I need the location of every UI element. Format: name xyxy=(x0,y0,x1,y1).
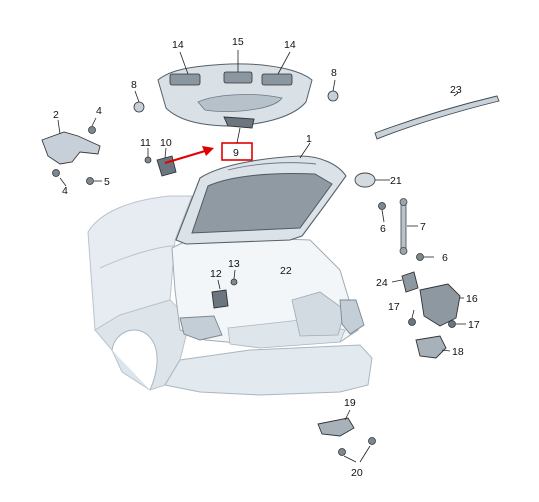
callout-4-top: 4 xyxy=(96,105,102,117)
nut-17-right xyxy=(448,320,456,328)
callout-14-left: 14 xyxy=(172,39,184,51)
callout-24: 24 xyxy=(376,277,388,289)
latch-18 xyxy=(415,335,447,359)
interior-lamp-left xyxy=(169,73,201,86)
right-tail-light xyxy=(339,299,365,335)
callout-11: 11 xyxy=(140,137,151,149)
callout-19: 19 xyxy=(344,397,356,409)
bolt-6-lower xyxy=(416,253,424,261)
callout-4-bottom: 4 xyxy=(62,185,68,197)
gas-strut-top-end xyxy=(399,198,408,206)
callout-18: 18 xyxy=(452,346,464,358)
callout-6-upper: 6 xyxy=(380,223,386,235)
bolt-20-right xyxy=(368,437,376,445)
callout-1: 1 xyxy=(306,133,312,145)
bolt-20-left xyxy=(338,448,346,456)
hinge-assembly xyxy=(41,126,101,185)
rear-trim-strip xyxy=(374,95,500,140)
hinge-bolt-5 xyxy=(86,177,94,185)
callout-2: 2 xyxy=(53,109,59,121)
tailgate-top-edge xyxy=(227,162,317,171)
striker-assembly xyxy=(317,417,376,456)
callout-20: 20 xyxy=(351,467,363,479)
hinge-bracket xyxy=(41,131,101,165)
callout-7: 7 xyxy=(420,221,426,233)
gas-strut-bottom-end xyxy=(399,247,408,255)
interior-lamp-center xyxy=(223,71,253,84)
callout-23: 23 xyxy=(450,84,462,96)
callout-13: 13 xyxy=(228,258,240,270)
callout-8-right: 8 xyxy=(331,67,337,79)
trim-handle-9 xyxy=(223,116,255,129)
callout-8-left: 8 xyxy=(131,79,137,91)
screw-13 xyxy=(230,278,238,286)
callout-14-right: 14 xyxy=(284,39,296,51)
hinge-bolt-4-bottom xyxy=(52,169,60,177)
tailgate-window xyxy=(191,173,333,234)
bracket-24 xyxy=(401,271,419,293)
callout-labels: 14 15 14 8 8 23 2 4 11 10 9 1 4 5 21 7 6… xyxy=(53,36,480,479)
callout-17-right: 17 xyxy=(468,319,480,331)
gas-strut xyxy=(399,198,408,255)
hinge-bolt-4-top xyxy=(88,126,96,134)
callout-16: 16 xyxy=(466,293,478,305)
screw-11 xyxy=(144,156,152,164)
callout-6-lower: 6 xyxy=(442,252,448,264)
callout-10: 10 xyxy=(160,137,172,149)
nut-17-left xyxy=(408,318,416,326)
switch-10 xyxy=(156,155,177,177)
car-body xyxy=(87,195,373,396)
left-tail-light xyxy=(179,315,223,341)
callout-17-left: 17 xyxy=(388,301,400,313)
callout-15: 15 xyxy=(232,36,244,48)
trim-panel-recess xyxy=(197,94,283,112)
leader-lines xyxy=(57,50,466,463)
striker-19 xyxy=(317,417,355,437)
lock-actuator-16 xyxy=(419,283,461,327)
rear-bumper xyxy=(164,344,373,396)
rubber-buffer-21 xyxy=(354,172,376,188)
callout-9: 9 xyxy=(233,147,239,159)
inner-trim-panel xyxy=(157,63,313,129)
bracket-12 xyxy=(211,289,229,309)
callout-12: 12 xyxy=(210,268,222,280)
callout-5: 5 xyxy=(104,176,110,188)
body-crease-line xyxy=(99,245,177,269)
clip-8-left xyxy=(133,101,145,113)
highlight-arrow xyxy=(164,146,214,164)
interior-lamp-right xyxy=(261,73,293,86)
lock-mechanism xyxy=(401,271,461,359)
callout-22: 22 xyxy=(280,265,292,277)
tailgate-lid xyxy=(175,155,347,245)
rear-wheel-arch xyxy=(111,329,158,391)
gas-strut-body xyxy=(400,202,407,250)
clip-8-right xyxy=(327,90,339,102)
bolt-6-upper xyxy=(378,202,386,210)
callout-21: 21 xyxy=(390,175,402,187)
